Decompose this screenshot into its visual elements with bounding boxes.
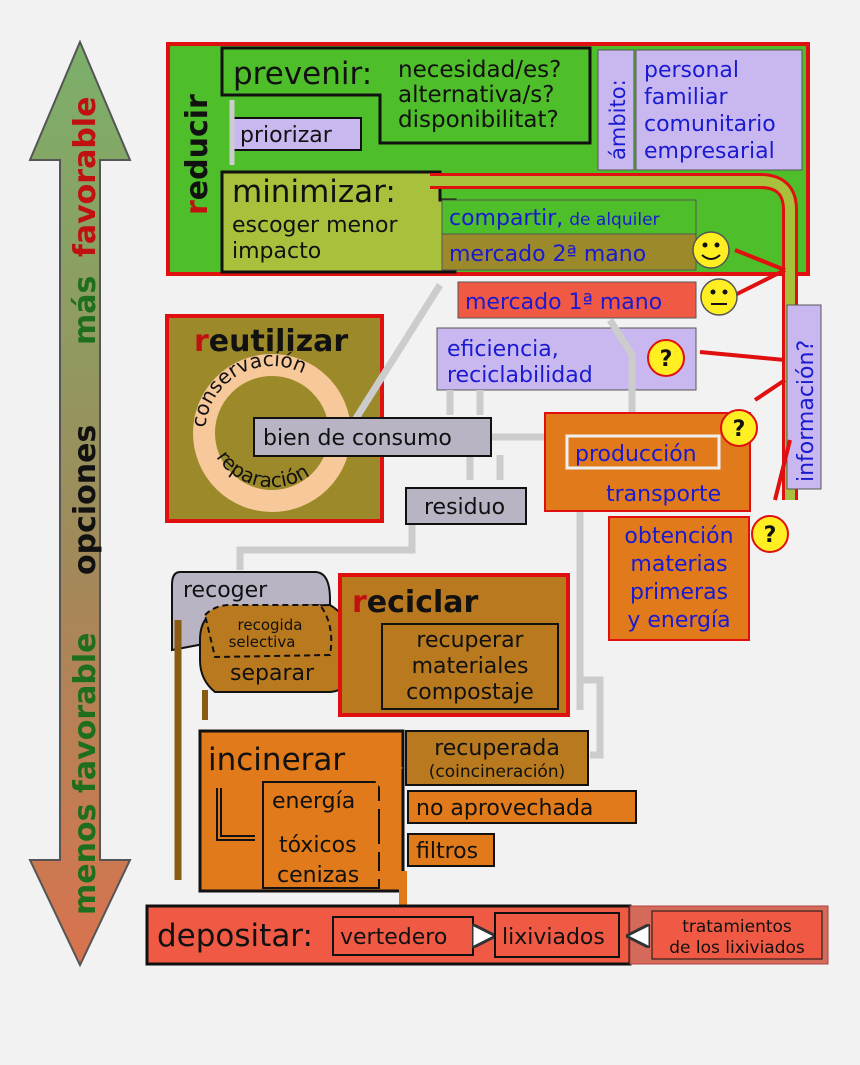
question-icon-3: ? — [751, 515, 789, 553]
prevenir-label: prevenir: — [233, 56, 372, 92]
coincineracion-label: (coincineración) — [429, 762, 565, 782]
lixiviados-label: lixiviados — [502, 925, 605, 950]
residuo-label: residuo — [424, 495, 505, 520]
obtencion-line-1: obtención — [624, 524, 733, 549]
depositar-block: depositar: vertedero lixiviados tratamie… — [145, 904, 829, 966]
incinerar-block: incinerar energía tóxicos cenizas recupe… — [198, 729, 637, 905]
toxicos-label: tóxicos — [279, 833, 357, 858]
reciclar-line-3: compostaje — [406, 680, 534, 705]
obtencion-line-3: primeras — [630, 580, 728, 605]
cenizas-label: cenizas — [277, 863, 359, 888]
bien-de-consumo-label: bien de consumo — [263, 426, 452, 451]
reducir-title: reducir — [180, 94, 215, 215]
reutilizar-title: reutilizar — [194, 324, 348, 359]
tratamientos-line-2: de los lixiviados — [669, 938, 805, 958]
market-block: compartir,de alquiler mercado 2ª mano me… — [436, 199, 697, 391]
svg-text:?: ? — [764, 523, 777, 548]
reciclar-line-2: materiales — [412, 654, 529, 679]
mercado-1-mano-label: mercado 1ª mano — [465, 290, 662, 315]
happy-face-icon — [692, 231, 730, 269]
flow-block: bien de consumo residuo producción trans… — [236, 173, 822, 759]
reciclar-block: reciclar recuperar materiales compostaje — [338, 573, 570, 717]
minimizar-label: minimizar: — [232, 174, 396, 210]
svg-text:más favorable: más favorable — [68, 97, 103, 345]
incinerar-title: incinerar — [208, 742, 345, 778]
obtencion-line-2: materias — [630, 552, 727, 577]
recogida-line-2: selectiva — [229, 633, 296, 651]
scale-top-red: favorable — [68, 97, 103, 258]
minimizar-line-2: impacto — [232, 239, 321, 264]
eficiencia-line-2: reciclabilidad — [447, 363, 593, 388]
ambito-empresarial: empresarial — [644, 139, 775, 164]
neutral-face-icon — [700, 278, 738, 316]
scale-arrow: más favorable opciones menos favorable — [28, 39, 132, 968]
svg-text:?: ? — [660, 347, 673, 372]
informacion-label: información? — [794, 340, 819, 482]
svg-text:?: ? — [733, 417, 746, 442]
ambito-label: ámbito: — [606, 79, 630, 160]
scale-middle-label: opciones — [68, 425, 103, 575]
vertedero-label: vertedero — [340, 925, 447, 950]
recuperada-label: recuperada — [434, 736, 560, 761]
ambito-familiar: familiar — [644, 85, 728, 110]
mercado-2-mano-label: mercado 2ª mano — [449, 242, 646, 267]
transporte-label: transporte — [606, 482, 721, 507]
tratamientos-line-1: tratamientos — [682, 917, 792, 937]
compartir-label: compartir,de alquiler — [449, 206, 660, 231]
obtencion-line-4: y energía — [627, 608, 730, 633]
ambito-personal: personal — [644, 58, 739, 83]
recoger-label: recoger — [183, 578, 268, 603]
produccion-label: producción — [575, 442, 697, 467]
question-icon-2: ? — [720, 409, 758, 447]
question-disponibilitat: disponibilitat? — [398, 107, 559, 133]
scale-top-green: más — [68, 276, 103, 345]
separar-label: separar — [230, 661, 315, 686]
priorizar-label: priorizar — [240, 123, 333, 148]
recogida-line-1: recogida — [238, 616, 303, 634]
filtros-label: filtros — [416, 839, 478, 864]
ambito-comunitario: comunitario — [644, 112, 776, 137]
depositar-title: depositar: — [157, 918, 313, 954]
energia-label: energía — [272, 789, 355, 814]
eficiencia-line-1: eficiencia, — [447, 337, 559, 362]
reciclar-line-1: recuperar — [416, 628, 524, 653]
reciclar-title: reciclar — [352, 585, 479, 620]
recoger-block: recoger recogida selectiva separar — [171, 571, 375, 880]
question-alternativa: alternativa/s? — [398, 82, 554, 108]
question-icon-1: ? — [647, 339, 685, 377]
scale-bottom-label: menos favorable — [68, 633, 103, 915]
question-necesidad: necesidad/es? — [398, 57, 561, 83]
minimizar-line-1: escoger menor — [232, 213, 398, 238]
reducir-block: reducir prevenir: necesidad/es? alternat… — [166, 42, 810, 276]
no-aprovechada-label: no aprovechada — [416, 796, 593, 821]
